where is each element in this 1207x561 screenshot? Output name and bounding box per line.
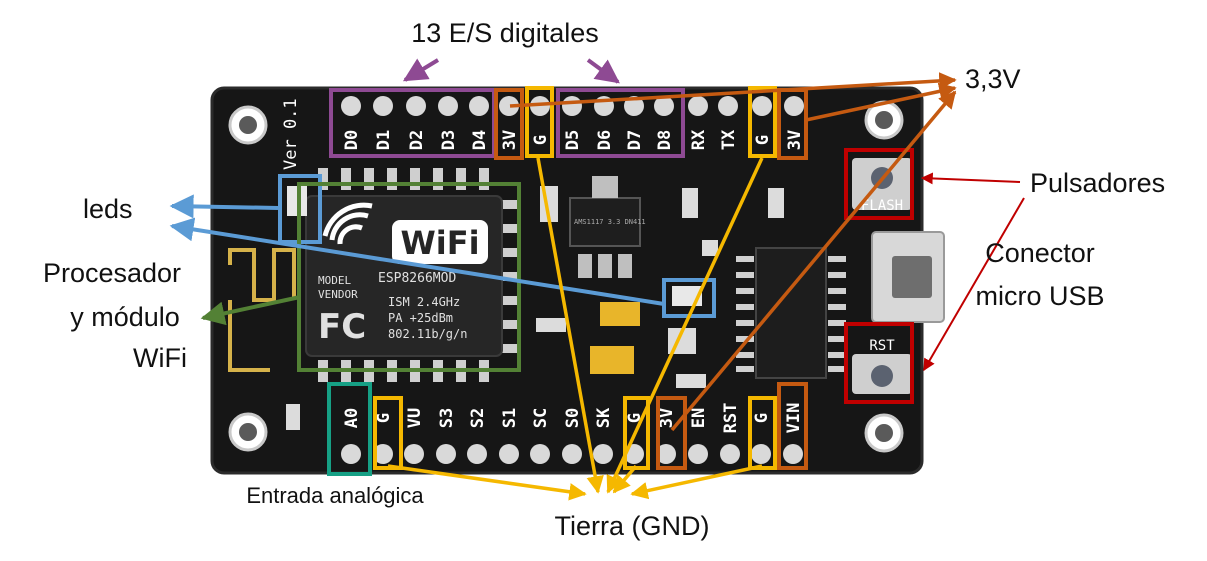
module-spec-ism: ISM 2.4GHz [388, 295, 460, 309]
power-3v3-box [656, 396, 687, 470]
bottom-pin-label: VIN [784, 403, 804, 434]
top-pin-label: D7 [625, 130, 645, 150]
led-arrow [169, 194, 279, 219]
top-pin-label: 3V [785, 130, 805, 150]
bottom-pin-header [341, 444, 803, 464]
cpu-label-line1: Procesador [43, 258, 181, 288]
top-pin-label: TX [719, 129, 739, 150]
ground-box [748, 396, 777, 470]
top-pin-header [341, 96, 804, 116]
usb-label-line2: micro USB [975, 281, 1104, 311]
tantalum-capacitor [600, 302, 640, 326]
module-model-label: MODEL [318, 274, 351, 287]
module-vendor-label: VENDOR [318, 288, 358, 301]
cpu-label-line3: WiFi [133, 343, 187, 373]
bottom-pin-label: 3V [657, 408, 677, 428]
annotation-arrows [169, 58, 1025, 501]
module-spec-pa: PA +25dBm [388, 311, 453, 325]
power-arrow [670, 90, 957, 432]
leds-label: leds [83, 194, 133, 224]
ground-arrow [387, 464, 587, 501]
tantalum-capacitor [590, 346, 634, 374]
wifi-logo-box [392, 220, 488, 264]
ground-box [525, 86, 554, 158]
top-pin-label: D0 [342, 130, 362, 150]
bottom-pin-label: G [625, 413, 645, 423]
ground-arrow [536, 157, 604, 494]
usb-serial-chip-pins [736, 256, 846, 372]
bottom-pin-label: S3 [437, 408, 457, 428]
fc-logo: FC [318, 307, 366, 347]
digital-io-box-right [556, 88, 685, 158]
ground-arrow [612, 464, 638, 494]
power-3v3-label: 3,3V [965, 64, 1021, 94]
top-pin-label: D5 [563, 130, 583, 150]
power-arrow [805, 82, 957, 122]
regulator-label: AMS1117 3.3 DN411 [574, 218, 646, 226]
wifi-signal-icon [322, 202, 373, 245]
analog-input-box [327, 382, 372, 476]
top-pin-label: RX [689, 129, 709, 150]
top-pin-label: D4 [470, 130, 490, 150]
rst-button-box [844, 322, 914, 404]
ground-arrow [606, 157, 764, 494]
chip-model: ESP8266MOD [378, 271, 456, 286]
bottom-pin-label: G [374, 413, 394, 423]
bottom-pin-label: EN [689, 408, 709, 428]
buttons-label: Pulsadores [1030, 168, 1165, 198]
bottom-pin-labels: A0 G VU S3 S2 S1 SC S0 SK G 3V EN RST G … [342, 403, 804, 434]
rst-button [871, 365, 893, 387]
cpu-module-box [297, 182, 521, 372]
bottom-pin-label: SC [531, 408, 551, 428]
top-pin-label: D2 [407, 130, 427, 150]
ground-arrow [630, 464, 763, 500]
top-pin-label: D1 [374, 130, 394, 150]
bottom-pin-label: VU [405, 408, 425, 428]
power-arrow [509, 72, 957, 108]
top-pin-label: 3V [500, 130, 520, 150]
bottom-pin-label: A0 [342, 408, 362, 428]
usb-label-line1: Conector [985, 238, 1095, 268]
analog-input-label: Entrada analógica [246, 483, 424, 508]
ground-label: Tierra (GND) [555, 511, 710, 541]
flash-button-label: FLASH [861, 198, 903, 214]
highlight-boxes [278, 86, 914, 476]
digital-io-arrow [402, 58, 440, 82]
bottom-pin-label: SK [594, 407, 614, 428]
top-pin-label: G [531, 135, 551, 145]
bottom-pin-label: S2 [468, 408, 488, 428]
top-pin-label: G [753, 135, 773, 145]
button-arrow [920, 172, 1021, 185]
power-3v3-box [494, 88, 524, 160]
rst-button-label: RST [869, 338, 895, 354]
top-pin-labels: D0 D1 D2 D3 D4 3V G D5 D6 D7 D8 RX TX G … [342, 129, 805, 150]
digital-io-label: 13 E/S digitales [411, 18, 599, 48]
bottom-pin-label: RST [721, 403, 741, 434]
mounting-holes [228, 100, 904, 453]
bottom-pin-label: G [752, 413, 772, 423]
top-pin-label: D6 [595, 130, 615, 150]
power-vin-box [777, 382, 808, 470]
led-arrow [169, 217, 665, 306]
pcb-antenna [228, 248, 296, 372]
voltage-regulator [569, 197, 641, 247]
ground-box [748, 86, 777, 158]
top-pin-label: D3 [439, 130, 459, 150]
module-spec-wifi: 802.11b/g/n [388, 327, 467, 341]
bottom-pin-label: S0 [563, 408, 583, 428]
version-label: Ver 0.1 [281, 98, 301, 170]
flash-button-box [844, 148, 914, 220]
digital-io-arrow [586, 58, 620, 84]
button-arrow [923, 197, 1025, 372]
usb-serial-chip [755, 247, 827, 379]
ground-box [373, 396, 403, 470]
cpu-arrow [200, 295, 301, 326]
bottom-pin-label: S1 [500, 408, 520, 428]
wifi-logo: WiFi [400, 224, 479, 262]
cpu-label-line2: y módulo [70, 302, 180, 332]
top-pin-label: D8 [655, 130, 675, 150]
